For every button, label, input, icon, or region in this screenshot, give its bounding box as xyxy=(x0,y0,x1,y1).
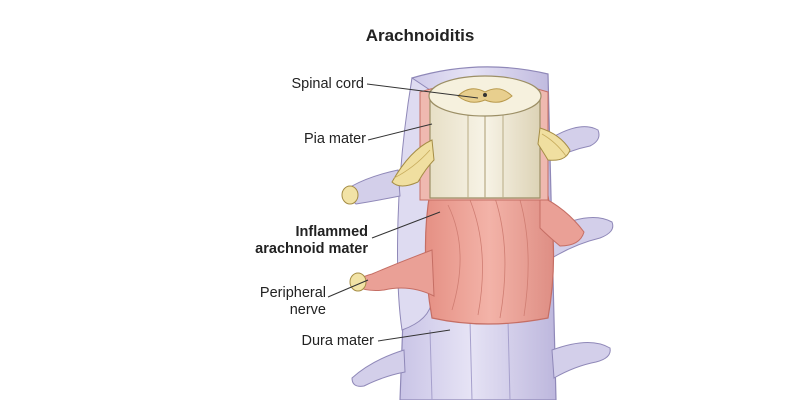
label-peripheral-line2: nerve xyxy=(289,302,326,318)
diagram-title: Arachnoiditis xyxy=(365,26,475,45)
leader-spinal-cord xyxy=(366,83,479,99)
leader-dura-mater xyxy=(377,329,451,342)
spinal-cord xyxy=(419,75,549,201)
nerve-root-fibers xyxy=(391,127,571,187)
label-inflamed-line1: Inflammed xyxy=(295,224,368,240)
leader-lines xyxy=(327,83,479,342)
label-dura-mater: Dura mater xyxy=(301,333,374,349)
leader-peripheral-nerve xyxy=(327,279,369,298)
label-spinal-cord: Spinal cord xyxy=(291,76,364,92)
nerve-root-upper-left xyxy=(341,185,359,205)
label-peripheral-line1: Peripheral xyxy=(259,285,326,301)
arachnoid-mater xyxy=(349,181,585,325)
label-pia-mater: Pia mater xyxy=(303,131,366,147)
label-inflamed-line2: arachnoid mater xyxy=(255,241,368,257)
leader-arachnoid xyxy=(371,211,441,239)
leader-pia-mater xyxy=(367,123,433,141)
